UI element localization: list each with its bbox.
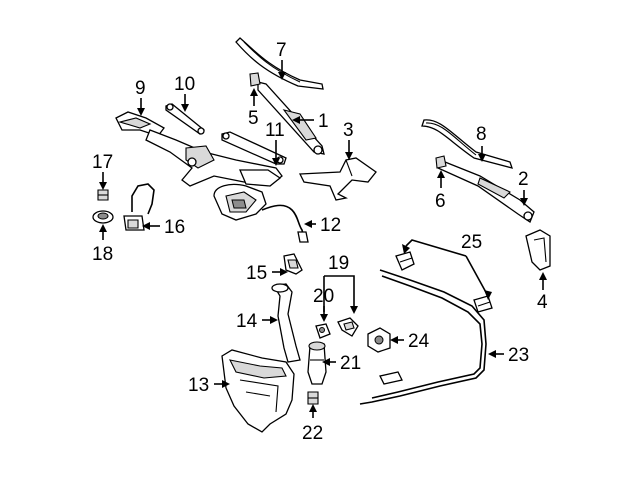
callout-11: 11 [265, 120, 285, 141]
washer-nozzle-19 [337, 317, 359, 337]
callout-13: 13 [188, 375, 209, 396]
callout-labels: 7 1 5 3 9 10 11 17 18 16 12 8 2 6 4 25 1… [92, 40, 548, 444]
hose-clip-upper [395, 251, 415, 271]
connector-15 [283, 253, 303, 275]
filler-neck-14 [271, 283, 301, 363]
callout-17: 17 [92, 152, 113, 173]
callout-1: 1 [318, 111, 329, 132]
washer-pump-21 [307, 341, 327, 385]
wiper-clip-5 [249, 72, 261, 87]
wiper-arm-left [257, 81, 325, 155]
callout-8: 8 [476, 124, 487, 145]
bracket-16 [123, 183, 155, 231]
callout-6: 6 [435, 191, 446, 212]
arm-cover-4 [525, 229, 551, 271]
wiper-pivot-cover [298, 157, 377, 201]
callout-22: 22 [302, 423, 323, 444]
wiper-motor [213, 183, 267, 221]
grommet-22 [307, 391, 319, 405]
callout-24: 24 [408, 331, 430, 352]
grommet-17 [97, 189, 109, 201]
washer-nozzle-20 [315, 323, 331, 339]
callout-20: 20 [313, 286, 334, 307]
check-valve-24 [367, 327, 391, 353]
wiper-linkage-frame [115, 111, 287, 187]
callout-14: 14 [236, 311, 258, 332]
washer-hose-23 [359, 269, 487, 405]
callout-15: 15 [246, 263, 267, 284]
callout-7: 7 [276, 40, 287, 61]
leader-lines [99, 60, 547, 418]
motor-wiring-harness [261, 204, 309, 243]
callout-10: 10 [174, 74, 195, 95]
washer-reservoir-13 [221, 349, 295, 433]
callout-23: 23 [508, 345, 529, 366]
hose-clip-lower [473, 295, 493, 313]
callout-3: 3 [343, 120, 354, 141]
callout-5: 5 [248, 108, 259, 129]
bushing-18 [92, 210, 114, 224]
callout-12: 12 [320, 215, 341, 236]
callout-16: 16 [164, 217, 185, 238]
callout-4: 4 [537, 292, 548, 313]
wiper-blade-left [235, 37, 324, 90]
callout-2: 2 [518, 169, 529, 190]
wiper-arm-right [437, 159, 535, 223]
callout-21: 21 [340, 353, 361, 374]
callout-19: 19 [328, 253, 349, 274]
wiper-blade-right [421, 119, 513, 169]
callout-18: 18 [92, 244, 113, 265]
link-rod-10 [165, 103, 205, 135]
wiper-clip-6 [435, 155, 447, 169]
callout-9: 9 [135, 78, 146, 99]
callout-25: 25 [461, 232, 482, 253]
